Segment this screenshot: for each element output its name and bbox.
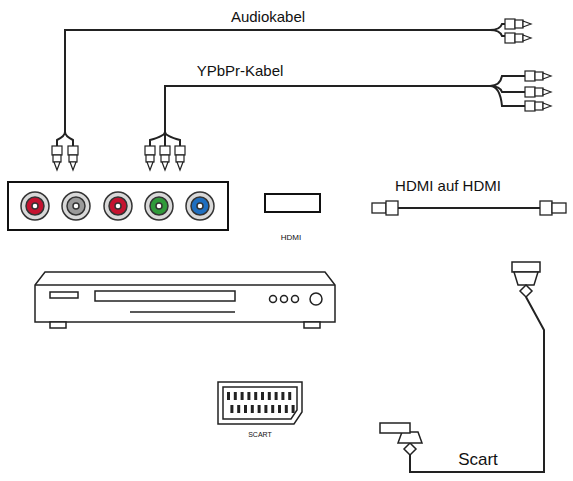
rca-plug [525,87,551,97]
jack-hole [115,203,121,209]
scart-pin [230,405,233,413]
hdmi-cable [372,201,566,215]
scart-inner [223,387,297,419]
power-knob [310,293,322,305]
green-jack [150,197,168,215]
scart-plug-strain [404,443,416,455]
button [281,296,288,303]
jack-ring [186,192,214,220]
scart-plug-head [512,262,540,272]
scart-pin [234,392,237,400]
cable-label: Scart [458,451,498,470]
jack-row [21,192,214,220]
jack-hole [73,203,79,209]
foot [304,322,320,328]
cable-wire [57,132,73,146]
rca-plug [160,146,170,170]
cable-wire [490,24,505,30]
scart-outline [218,382,302,424]
white-jack [67,197,85,215]
jack-ring [145,192,173,220]
hdmi-plug-body [386,201,398,215]
jack-panel [8,182,228,230]
rca-plug [68,146,78,170]
scart-port [218,382,302,424]
cable-label: Audiokabel [231,9,305,26]
rca-plug [52,146,62,170]
scart-cable [380,262,544,472]
rca-plug [175,146,185,170]
scart-pin [241,392,244,400]
scart-pin [271,405,274,413]
player-housing [35,272,335,322]
scart-pin [247,392,250,400]
scart-pin [275,392,278,400]
scart-plug-strain [520,285,532,297]
scart-plug-body [514,272,538,285]
port-label: SCART [248,431,272,439]
audio-cable [57,24,505,146]
hdmi-port [265,194,320,212]
rca-plug [145,146,155,170]
blue-jack [191,197,209,215]
scart-pin [227,392,230,400]
cable-wire [150,132,180,146]
hdmi-plug-body [540,201,552,215]
cable-wire [65,30,505,132]
scart-pin [292,405,295,413]
front-line [130,311,235,313]
jack-hole [197,203,203,209]
scart-plug-head [380,423,410,433]
rca-plug [525,101,551,111]
scart-pin [281,392,284,400]
hdmi-plug-head [552,203,566,213]
dvd-player [35,272,335,328]
rca-plug [525,71,551,81]
cable-wire [490,76,525,106]
red-jack [109,197,127,215]
jack-hole [32,203,38,209]
ypbpr-cable [150,76,525,146]
red-jack [26,197,44,215]
housing-edge [35,284,335,286]
button [270,296,277,303]
scart-pin [268,392,271,400]
scart-pin [258,405,261,413]
scart-pin [244,405,247,413]
scart-pin [251,405,254,413]
hdmi-plug-head [372,203,386,213]
jack-ring [104,192,132,220]
scart-pin [254,392,257,400]
scart-pins [227,392,295,413]
jack-ring [21,192,49,220]
scart-pin [261,392,264,400]
scart-pin [278,405,281,413]
scart-pin [264,405,267,413]
button [292,296,299,303]
foot [50,322,66,328]
scart-pin [285,405,288,413]
cable-label: YPbPr-Kabel [197,63,284,80]
scart-pin [237,405,240,413]
rca-plug [505,19,531,29]
jack-ring [62,192,90,220]
display-slot [50,292,78,298]
cable-wire [410,297,544,472]
disc-tray [95,291,235,301]
jack-hole [156,203,162,209]
port-label: HDMI [281,234,301,243]
cable-label: HDMI auf HDMI [395,178,501,195]
rca-plug [505,33,531,43]
cable-wire [165,86,490,132]
scart-pin [288,392,291,400]
cable-wire [398,207,540,209]
